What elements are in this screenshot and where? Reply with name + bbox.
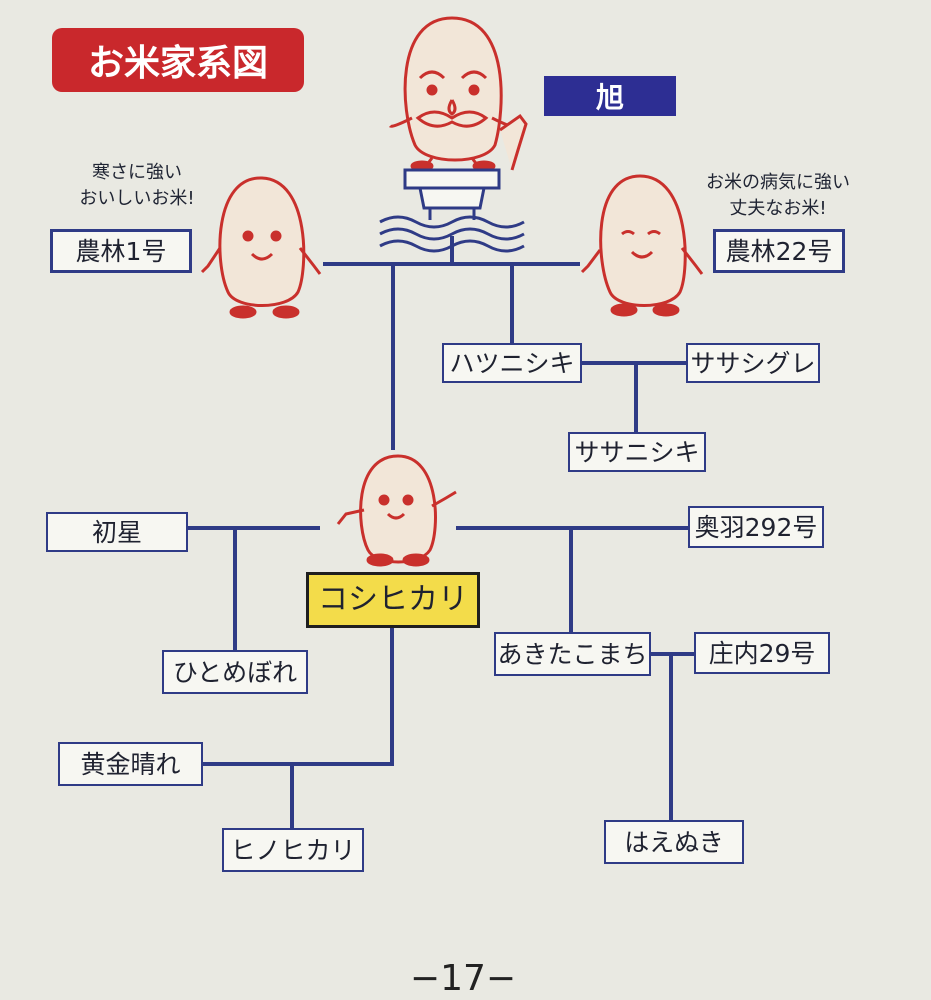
node-sasanishiki: ササニシキ [568, 432, 706, 472]
page-title: お米家系図 [52, 28, 304, 92]
norin1-note: 寒さに強い おいしいお米! [46, 160, 228, 212]
node-norin22: 農林22号 [713, 229, 845, 273]
node-norin1: 農林1号 [50, 229, 192, 273]
node-sasashigure: ササシグレ [686, 343, 820, 383]
node-hatsunishiki: ハツニシキ [442, 343, 582, 383]
koshihikari-mascot [336, 454, 457, 567]
norin22-note-line1: お米の病気に強い [706, 172, 850, 193]
node-asahi: 旭 [544, 76, 676, 116]
node-hitomebore: ひとめぼれ [162, 650, 308, 694]
node-shonai29: 庄内29号 [694, 632, 830, 674]
wave-icon [379, 215, 525, 253]
norin1-note-line2: おいしいお米! [79, 188, 195, 209]
pedestal-icon [403, 168, 501, 220]
norin1-mascot [200, 176, 322, 319]
node-koshihikari: コシヒカリ [306, 572, 480, 628]
node-hinohikari: ヒノヒカリ [222, 828, 364, 872]
norin22-note-line2: 丈夫なお米! [729, 198, 827, 219]
node-haenuki: はえぬき [604, 820, 744, 864]
node-ou292: 奥羽292号 [688, 506, 824, 548]
page-number: −17− [409, 957, 517, 999]
node-akitakomachi: あきたこまち [494, 632, 651, 676]
norin22-note: お米の病気に強い 丈夫なお米! [680, 170, 876, 222]
node-hatsuboshi: 初星 [46, 512, 188, 552]
norin22-mascot [580, 174, 704, 317]
node-koganebare: 黄金晴れ [58, 742, 203, 786]
norin1-note-line1: 寒さに強い [92, 162, 182, 183]
asahi-mascot [388, 16, 528, 172]
